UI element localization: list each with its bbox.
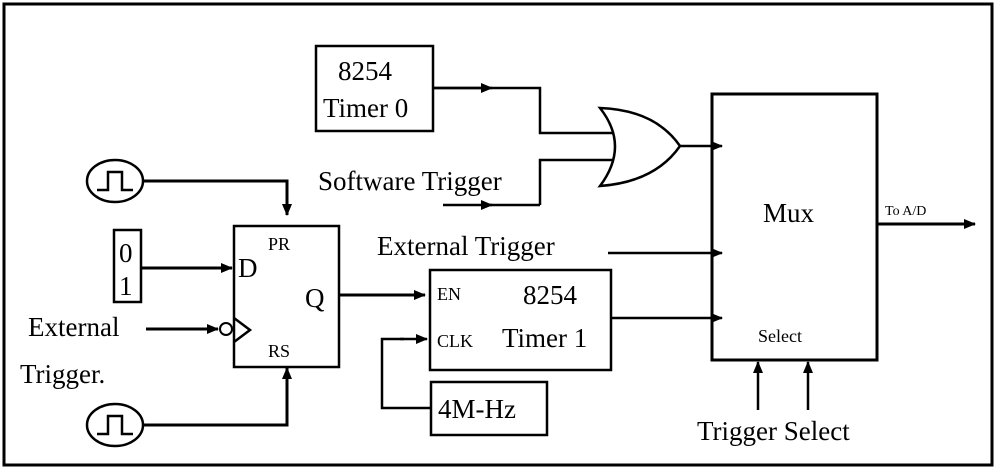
mux-label: Mux: [763, 198, 815, 228]
data-input-zero: 0: [119, 238, 133, 268]
external-trigger-left-line2: Trigger.: [20, 359, 105, 389]
preset-wire: [143, 179, 289, 213]
timer0-line1: 8254: [338, 56, 393, 86]
clock-wire: [380, 337, 431, 410]
flipflop-d-label: D: [238, 253, 258, 283]
pulse-source-top: [85, 158, 145, 204]
d-flipflop: PR D Q RS: [232, 224, 341, 369]
timer1-line2: Timer 1: [502, 323, 587, 353]
data-input-block: 0 1: [112, 228, 143, 304]
timer1-line1: 8254: [523, 280, 578, 310]
pulse-icon: [97, 414, 133, 436]
mux-block: Mux Select: [710, 92, 879, 362]
timer0-line2: Timer 0: [323, 93, 408, 123]
to-ad-label: To A/D: [885, 204, 926, 219]
timer1-block: EN 8254 CLK Timer 1: [428, 268, 613, 372]
mux-select-label: Select: [758, 326, 802, 346]
timer0-block: 8254 Timer 0: [314, 44, 435, 133]
software-trigger-label: Software Trigger: [318, 166, 502, 196]
timer1-en-label: EN: [437, 284, 461, 304]
external-trigger-left-line1: External: [28, 312, 119, 342]
flipflop-q-label: Q: [305, 283, 325, 313]
data-input-one: 1: [119, 271, 133, 301]
inverter-bubble: [219, 322, 233, 336]
flipflop-pr-label: PR: [268, 234, 290, 254]
reset-wire: [143, 385, 289, 427]
clock-input-symbol: [233, 317, 253, 343]
timer1-clk-label: CLK: [437, 331, 473, 351]
flipflop-rs-label: RS: [268, 341, 290, 361]
pulse-source-bottom: [85, 402, 145, 448]
clock-source-label: 4M-Hz: [438, 394, 516, 424]
timer0-output-wire: [433, 86, 615, 135]
pulse-icon: [97, 170, 133, 192]
external-trigger-top-label: External Trigger: [377, 231, 555, 261]
trigger-select-label: Trigger Select: [697, 416, 850, 446]
clock-source-block: 4M-Hz: [429, 380, 549, 437]
software-trigger-wire: [538, 158, 615, 205]
or-gate: [597, 106, 682, 188]
